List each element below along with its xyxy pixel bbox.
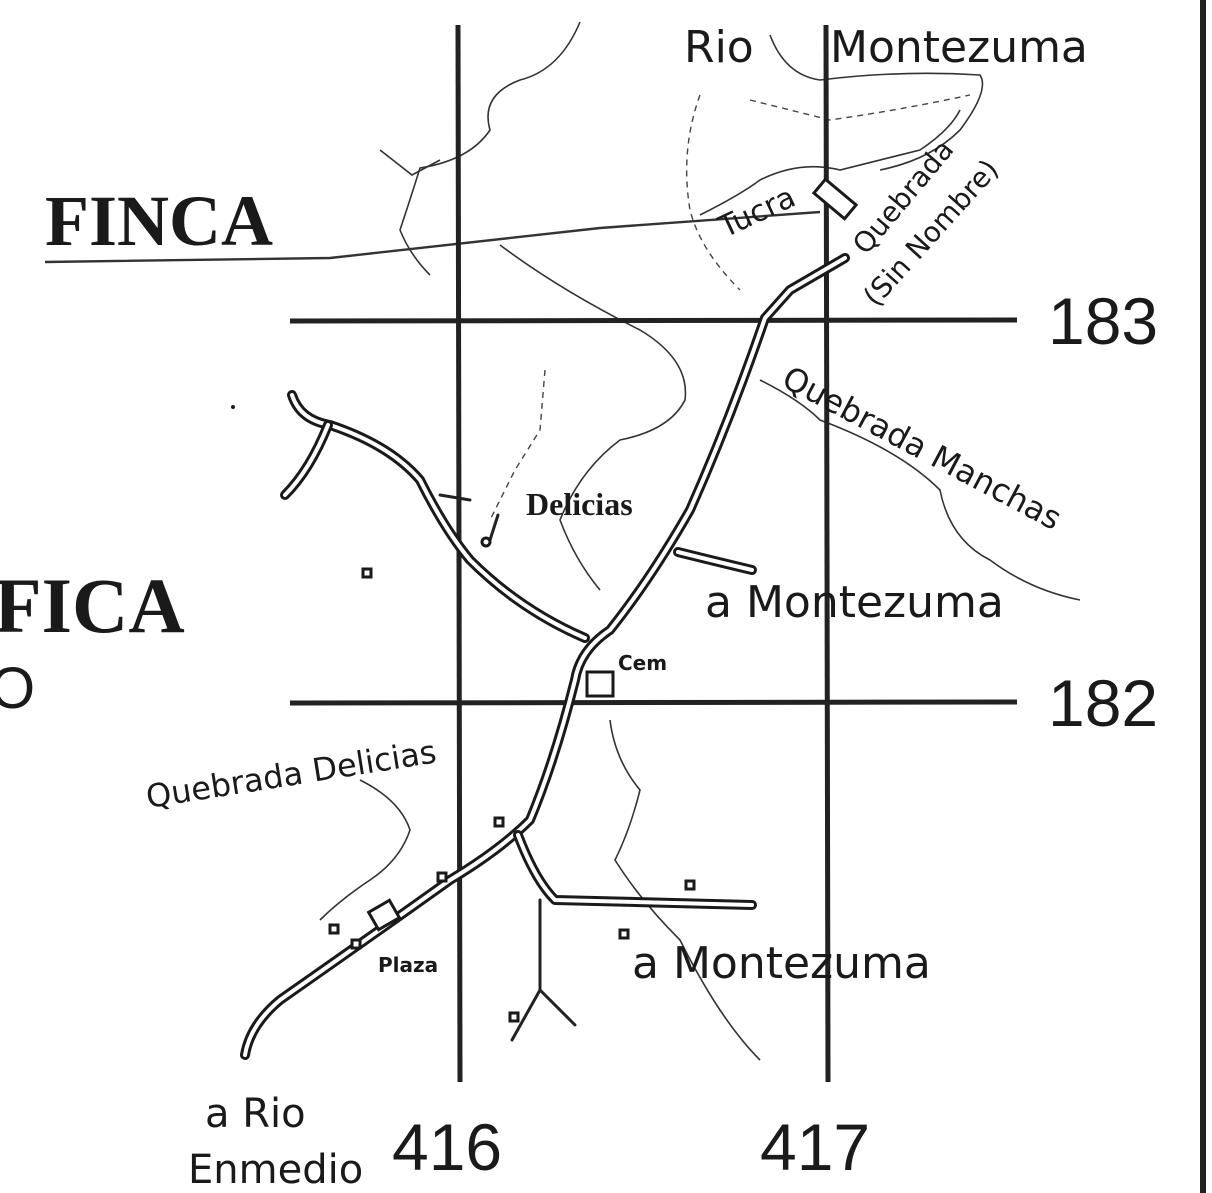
building-small-3 [618,928,630,940]
finca-label: FINCA [45,181,273,261]
a-montezuma-upper-label: a Montezuma [705,577,1004,628]
road-to-montezuma-lower [513,830,757,910]
grid-line-182 [289,699,1018,706]
a-rio-label: a Rio [205,1091,306,1137]
cem-label: Cem [618,651,667,675]
main-road [240,253,850,1060]
fica-label: FICA [0,562,185,649]
building-small-5 [350,938,362,950]
grid-label-182: 182 [1048,666,1158,740]
quebrada-manchas-stream [759,379,1081,601]
finca-boundary-line [44,210,821,264]
building-small-9 [480,536,492,548]
cemetery-square [585,670,615,698]
path-delicias-spur [438,493,500,542]
montezuma-river-label: Montezuma [830,22,1088,73]
tucra-label: Tucra [713,180,801,246]
road-west-spur [280,420,333,500]
plaza-label: Plaza [378,953,438,977]
grid-label-183: 183 [1048,284,1158,358]
grid-line-183 [289,317,1018,324]
stream-north-fork [379,149,441,176]
dashed-trail-delicias [489,369,546,521]
road-to-montezuma-upper [673,547,757,575]
grid-label-417: 417 [760,1110,870,1184]
building-small-1 [361,567,373,579]
quebrada-manchas-label: Quebrada Manchas [776,359,1068,538]
path-south-fork [510,898,577,1042]
building-small-6 [508,1011,520,1023]
building-small-8 [436,871,448,883]
tucra-stream [699,109,961,216]
plaza-building [366,898,402,932]
quebrada-delicias-stream [319,779,411,921]
zero-label: O [0,656,35,721]
stream-north-branch [399,21,581,276]
rio-montezuma-river [769,34,984,171]
building-montezuma-river [811,177,859,221]
quebrada-delicias-label: Quebrada Delicias [143,733,439,816]
stream-center [499,244,687,591]
rio-label: Rio [684,22,754,73]
building-small-7 [493,816,505,828]
delicias-label: Delicias [526,486,633,522]
grid-label-416: 416 [392,1110,502,1184]
dashed-trail-north [685,94,971,291]
building-small-4 [328,923,340,935]
marker-dot [231,405,235,409]
enmedio-label: Enmedio [188,1147,363,1193]
a-montezuma-lower-label: a Montezuma [632,938,931,989]
building-small-2 [684,879,696,891]
